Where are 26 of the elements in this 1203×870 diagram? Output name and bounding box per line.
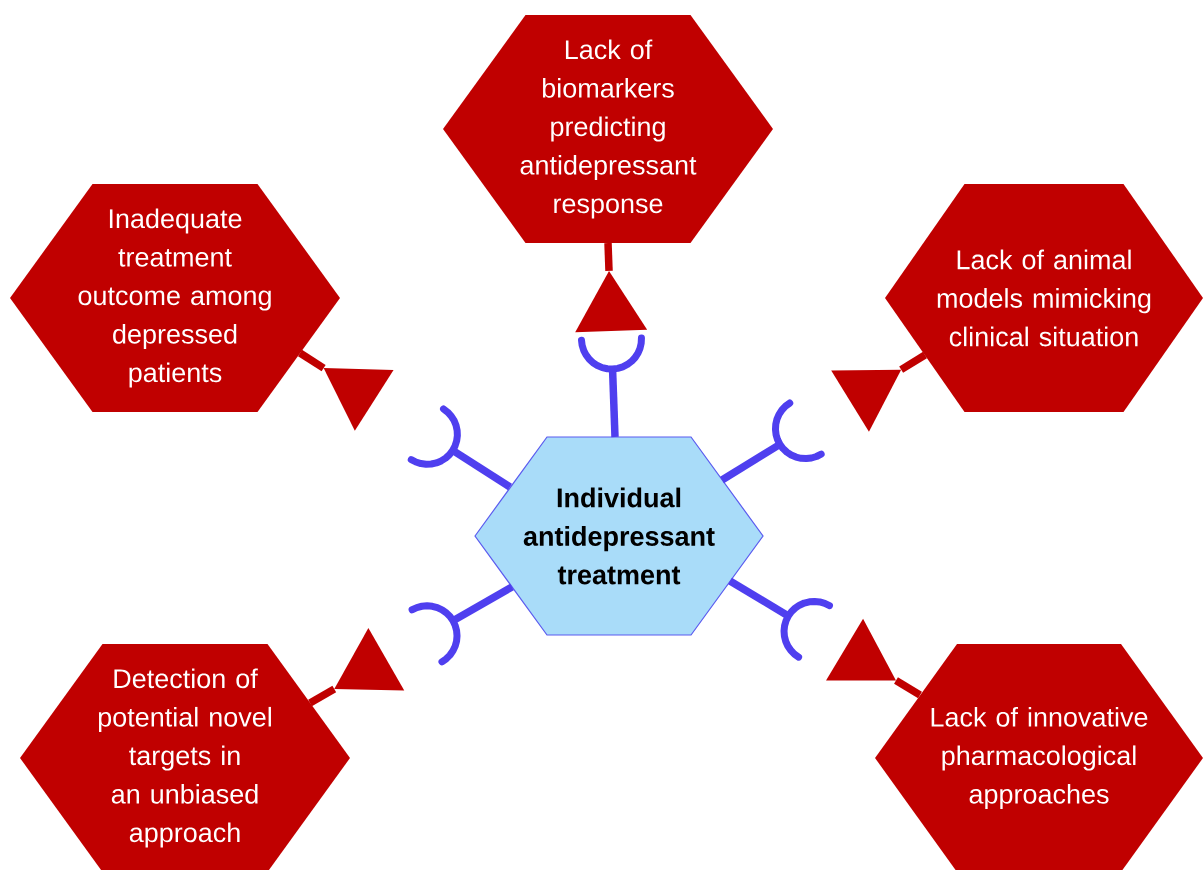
stem-line bbox=[450, 447, 513, 491]
center-hexagon: Individual antidepressant treatment bbox=[474, 436, 764, 636]
problem-hexagon: Detection of potential novel targets in an unbiased approach bbox=[20, 644, 350, 870]
cup-symbol bbox=[578, 334, 645, 373]
triangle-symbol bbox=[334, 627, 405, 691]
cup-symbol bbox=[771, 399, 825, 463]
stem-line bbox=[894, 677, 922, 699]
triangle-symbol bbox=[826, 618, 896, 681]
problem-hexagon: Lack of biomarkers predicting antidepressant response bbox=[443, 15, 773, 243]
stem-line bbox=[604, 242, 613, 272]
stem-line bbox=[308, 685, 337, 707]
stem-line bbox=[728, 577, 791, 620]
stem-line bbox=[451, 583, 514, 625]
problem-hexagon: Lack of innovative pharmacological approaches bbox=[875, 644, 1203, 870]
stem-line bbox=[899, 351, 927, 373]
stem-line bbox=[608, 368, 619, 438]
stem-line bbox=[720, 441, 782, 484]
triangle-symbol bbox=[575, 271, 648, 333]
cup-symbol bbox=[408, 602, 461, 666]
cup-symbol bbox=[780, 597, 833, 661]
triangle-symbol bbox=[323, 368, 394, 431]
problem-hexagon: Inadequate treatment outcome among depressed patients bbox=[10, 184, 340, 412]
stem-line bbox=[298, 349, 326, 372]
triangle-symbol bbox=[831, 369, 902, 432]
cup-symbol bbox=[407, 405, 461, 468]
problem-hexagon: Lack of animal models mimicking clinical situation bbox=[885, 184, 1203, 412]
